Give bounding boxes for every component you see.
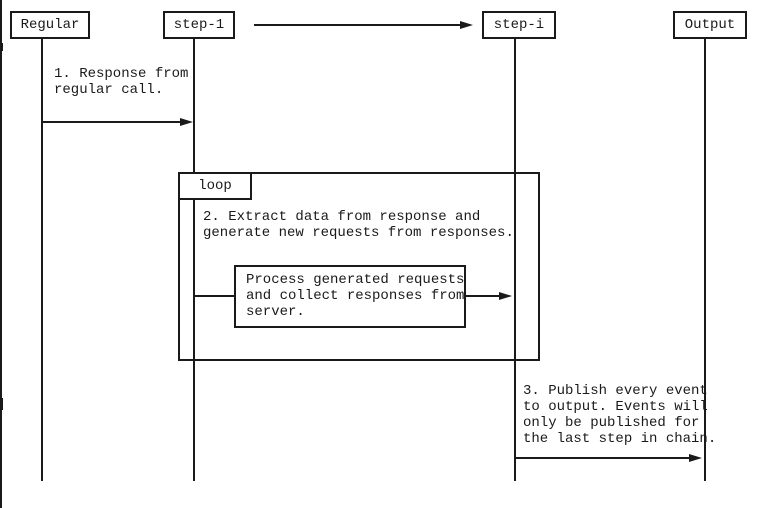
participant-label-step-1: step-1 xyxy=(173,17,225,33)
participant-box-output: Output xyxy=(673,11,747,39)
participant-box-regular: Regular xyxy=(10,11,90,39)
message-1-note: 1. Response from regular call. xyxy=(54,66,189,98)
loop-fragment-label: loop xyxy=(198,178,232,194)
arrow-line xyxy=(516,457,690,459)
arrowhead xyxy=(180,118,193,126)
lifeline-regular xyxy=(41,39,43,481)
arrowhead xyxy=(499,292,512,300)
left-border-blip-bottom xyxy=(0,398,3,410)
lifeline-output xyxy=(704,39,706,481)
process-box-text: Process generated requests and collect r… xyxy=(246,272,465,320)
loop-fragment-label-box: loop xyxy=(178,172,252,200)
message-3-note: 3. Publish every event to output. Events… xyxy=(523,383,717,447)
arrow-line xyxy=(466,295,500,297)
arrowhead xyxy=(689,454,702,462)
loop-fragment-frame xyxy=(178,172,540,361)
page-left-border xyxy=(0,0,2,508)
participant-label-regular: Regular xyxy=(20,17,80,33)
lifeline-step-i xyxy=(514,39,516,481)
connector-step1-to-process-box xyxy=(194,295,234,297)
participant-box-step-i: step-i xyxy=(482,11,556,39)
participant-label-step-i: step-i xyxy=(493,17,545,33)
arrowhead xyxy=(460,21,473,29)
arrow-line xyxy=(43,121,181,123)
lifeline-step-1 xyxy=(193,39,195,481)
process-box: Process generated requests and collect r… xyxy=(234,265,466,328)
participant-box-step-1: step-1 xyxy=(163,11,235,39)
message-2-note: 2. Extract data from response and genera… xyxy=(203,209,514,241)
left-border-blip-top xyxy=(0,43,3,51)
participant-label-output: Output xyxy=(684,17,736,33)
arrow-line xyxy=(254,24,461,26)
